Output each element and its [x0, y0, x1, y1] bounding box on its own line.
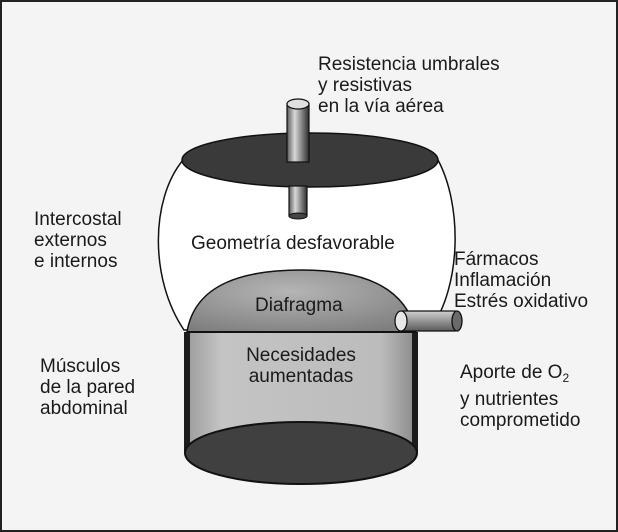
increased-demands-label: Necesidades aumentadas	[226, 345, 376, 387]
supply-line-1: Aporte de O2	[460, 362, 580, 389]
oxygen-supply-label: Aporte de O2 y nutrientes comprometido	[460, 362, 580, 431]
intercostal-line-3: e internos	[34, 251, 118, 272]
cylinder-bottom-ellipse	[184, 421, 418, 485]
drugs-line-1: Fármacos	[454, 249, 539, 270]
side-tube-end	[451, 310, 463, 332]
piston-rod-upper	[286, 103, 310, 163]
airway-line-1: Resistencia umbrales	[318, 54, 500, 75]
abdominal-line-1: Músculos	[40, 356, 121, 377]
side-tube	[400, 310, 458, 332]
side-tube-opening	[394, 310, 408, 332]
airway-line-3: en la vía aérea	[318, 96, 444, 117]
geometry-label: Geometría desfavorable	[191, 233, 395, 254]
drugs-line-2: Inflamación	[454, 270, 552, 291]
supply-prefix: Aporte de O	[460, 362, 563, 383]
supply-line-3: comprometido	[460, 410, 581, 431]
abdominal-line-3: abdominal	[40, 398, 128, 419]
top-lid	[181, 132, 439, 188]
supply-line-2: y nutrientes	[460, 389, 559, 410]
airway-resistance-label: Resistencia umbrales y resistivas en la …	[318, 54, 500, 117]
intercostal-line-2: externos	[34, 230, 107, 251]
piston-rod-top	[286, 98, 310, 110]
piston-rod-lower	[288, 185, 308, 217]
drugs-inflammation-label: Fármacos Inflamación Estrés oxidativo	[454, 249, 588, 312]
airway-line-2: y resistivas	[318, 75, 412, 96]
intercostal-label: Intercostal externos e internos	[34, 209, 122, 272]
demands-line-1: Necesidades	[246, 345, 356, 366]
piston-rod-bottom	[288, 212, 308, 220]
abdominal-muscles-label: Músculos de la pared abdominal	[40, 356, 135, 419]
intercostal-line-1: Intercostal	[34, 209, 122, 230]
supply-subscript: 2	[562, 371, 570, 385]
demands-line-2: aumentadas	[248, 366, 354, 387]
diaphragm-label: Diafragma	[255, 295, 343, 316]
drugs-line-3: Estrés oxidativo	[454, 291, 589, 312]
diaphragm-shape	[186, 269, 417, 333]
abdominal-line-2: de la pared	[40, 377, 136, 398]
